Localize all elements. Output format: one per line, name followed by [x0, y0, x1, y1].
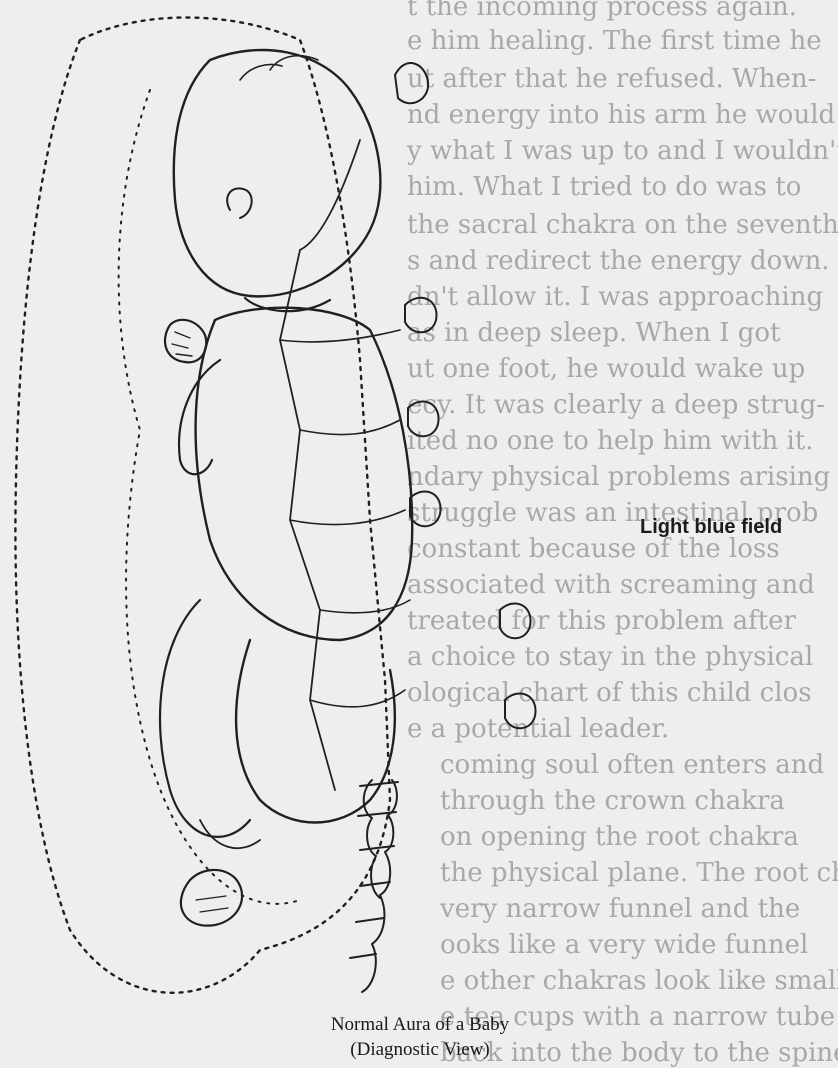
- energy-line: [280, 330, 400, 342]
- energy-line: [310, 690, 405, 707]
- chakra-cone: [405, 298, 437, 332]
- energy-line: [300, 420, 400, 435]
- chakra-cone: [408, 401, 439, 436]
- chakra-cone: [410, 491, 441, 526]
- chakra-cone: [505, 693, 536, 728]
- baby-hand: [165, 320, 206, 363]
- light-blue-field-label: Light blue field: [640, 516, 782, 539]
- baby-head: [174, 50, 381, 296]
- baby-lower-body: [236, 640, 395, 823]
- crown-chakra: [395, 63, 428, 103]
- caption-line-2: (Diagnostic View): [250, 1037, 590, 1062]
- figure-caption: Normal Aura of a Baby (Diagnostic View): [250, 1012, 590, 1062]
- energy-line: [300, 140, 360, 250]
- baby-ear: [227, 188, 252, 218]
- energy-line: [290, 510, 405, 525]
- inner-aura-outline: [119, 90, 300, 904]
- baby-torso: [196, 308, 413, 640]
- energy-line: [280, 250, 335, 790]
- chakra-cone: [500, 603, 531, 638]
- caption-line-1: Normal Aura of a Baby: [250, 1012, 590, 1037]
